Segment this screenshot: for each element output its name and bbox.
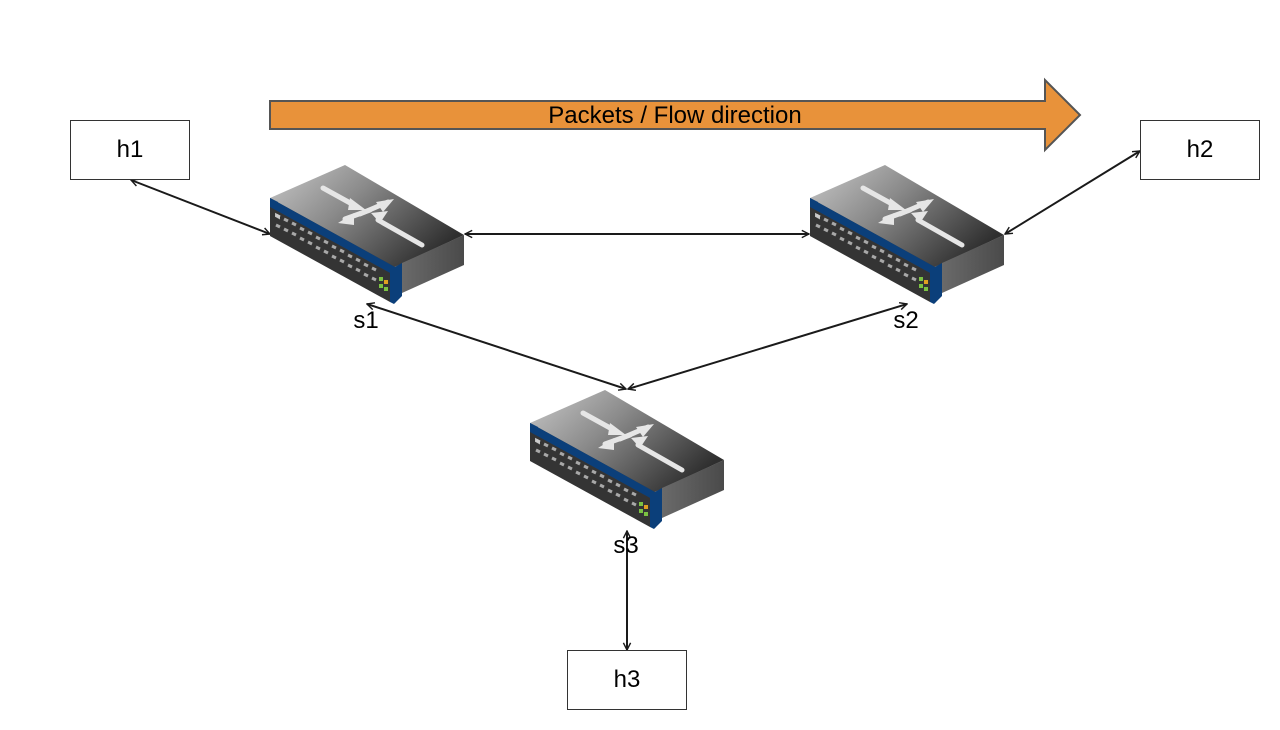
switch-s3-label: s3 (613, 532, 639, 559)
switch-s2-label: s2 (893, 307, 919, 334)
link-s2-s3 (628, 304, 907, 389)
host-h2-label: h2 (1186, 136, 1214, 163)
switch-s2-icon[interactable] (810, 165, 1004, 304)
links (131, 150, 1140, 650)
host-h3[interactable]: h3 (567, 650, 687, 710)
link-h1-s1 (131, 180, 270, 234)
switch-s1-icon[interactable] (270, 165, 464, 304)
flow-direction-label: Packets / Flow direction (548, 102, 801, 129)
host-h3-label: h3 (613, 666, 641, 693)
host-h1[interactable]: h1 (70, 120, 190, 180)
switch-s1-label: s1 (353, 307, 379, 334)
link-s1-s3 (367, 304, 626, 389)
flow-direction-arrow: Packets / Flow direction (269, 77, 1082, 153)
switch-s3-icon[interactable] (530, 390, 724, 529)
host-h2[interactable]: h2 (1140, 120, 1260, 180)
link-s2-h2 (1005, 150, 1140, 235)
host-h1-label: h1 (116, 136, 144, 163)
